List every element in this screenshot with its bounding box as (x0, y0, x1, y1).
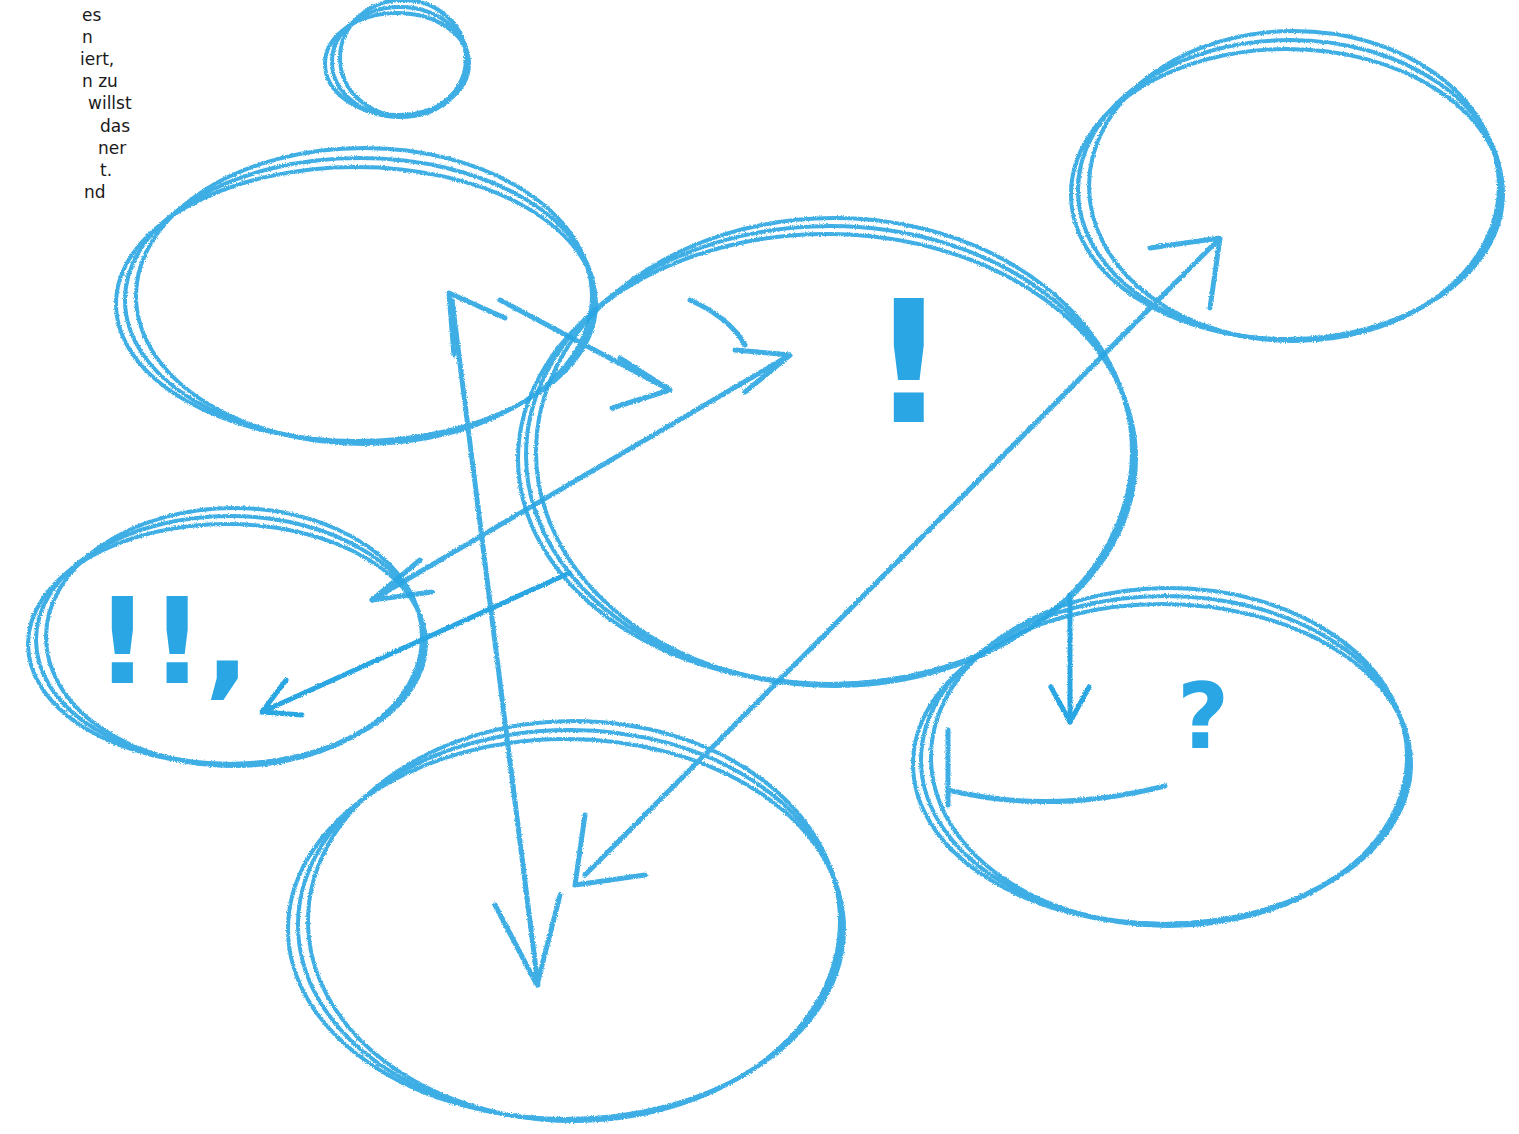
sketch-loop (28, 524, 426, 764)
sketch-loop (288, 739, 844, 1119)
double-arrow-line (452, 300, 538, 985)
text-fragment: nd (84, 181, 106, 203)
circle-outline (915, 590, 1415, 930)
text-fragment: t. (100, 159, 112, 181)
small-top-circle (325, 0, 469, 117)
text-fragment: ner (98, 137, 126, 159)
circle-outline (520, 220, 1140, 690)
exclamation-circle: ! (520, 220, 1140, 690)
text-fragment: n zu (82, 70, 118, 92)
sketch-loop (136, 148, 592, 444)
text-fragment: iert, (80, 48, 114, 70)
sketch-loop (46, 508, 422, 766)
arrow-head (1051, 687, 1089, 722)
arrow-head (449, 293, 505, 355)
sketch-loop (913, 604, 1411, 924)
double-exclamation-circle: !!, (30, 510, 430, 770)
hook-stroke (948, 730, 1165, 805)
text-fragment: das (100, 115, 130, 137)
arrow-head (575, 815, 645, 885)
arrow-head (612, 358, 670, 408)
arrow-line (372, 355, 790, 600)
arrow-head (1150, 238, 1220, 308)
sketch-loop (1089, 31, 1499, 341)
bottom-circle (288, 721, 844, 1121)
text-fragment: n (82, 26, 93, 48)
arrow-head (735, 350, 790, 392)
hand-mark: !!, (95, 582, 250, 702)
text-fragment: es (82, 4, 101, 26)
connector-arrow (262, 573, 569, 715)
sketch-loop (116, 167, 596, 441)
question-circle: ? (915, 590, 1415, 930)
sketch-loop (325, 13, 469, 115)
hand-mark: ! (870, 278, 948, 448)
sketch-loop (1071, 49, 1503, 339)
arrow-line (500, 300, 668, 389)
text-fragment: willst (88, 92, 132, 114)
arrow-head (495, 895, 560, 985)
arrow-head (262, 680, 302, 715)
connector-line (262, 573, 569, 712)
top-right-circle (1071, 31, 1503, 341)
crayon-loops (913, 588, 1411, 926)
crayon-loops (28, 508, 426, 766)
top-left-circle (116, 148, 596, 444)
hand-mark: ? (1177, 672, 1229, 762)
diagonal-arrow-line (585, 240, 1218, 875)
sketch-loop (931, 588, 1407, 926)
sketch-stroke (690, 300, 745, 345)
